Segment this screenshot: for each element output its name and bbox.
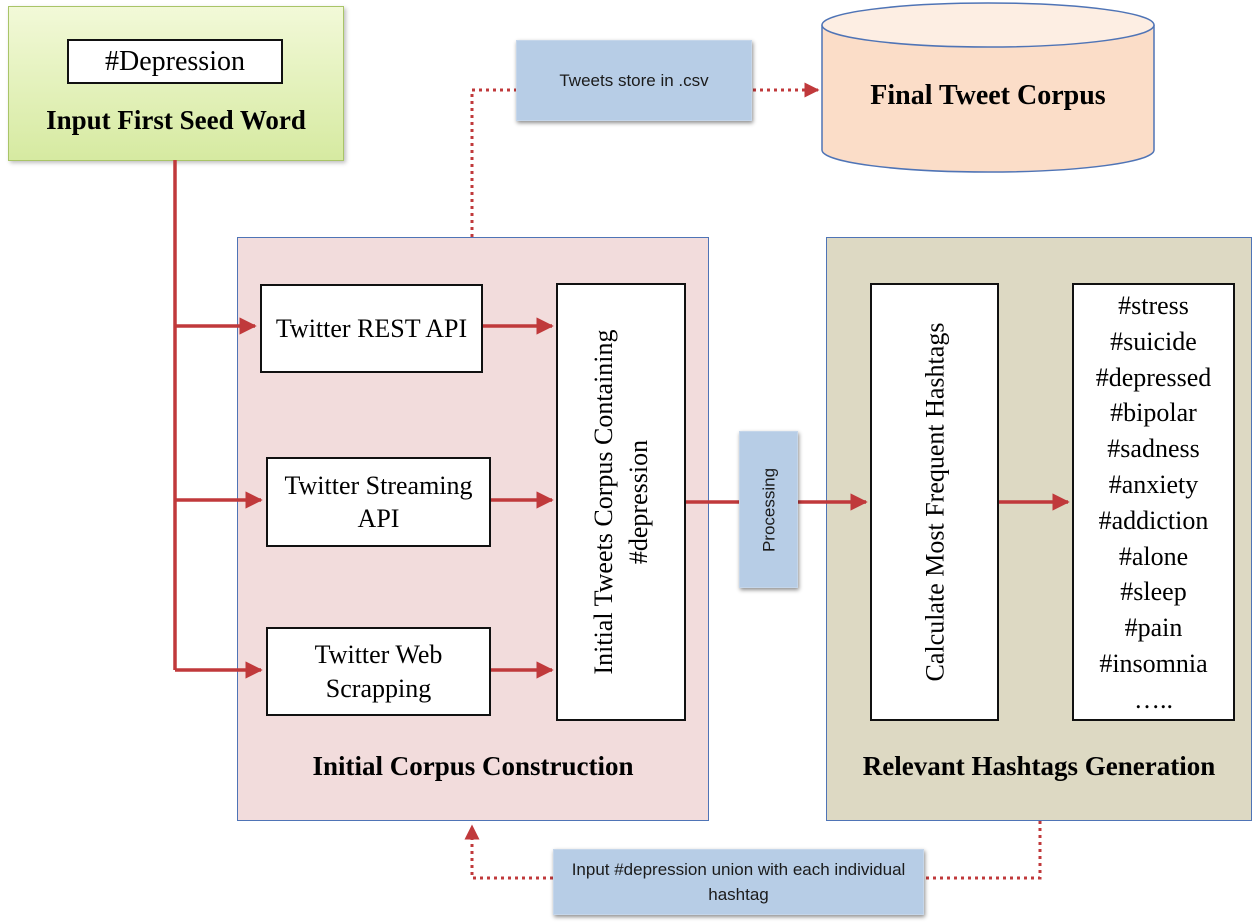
- hashtag-item: #sadness: [1107, 434, 1200, 464]
- twitter-rest-api-box: Twitter REST API: [260, 284, 483, 373]
- twitter-rest-api-label: Twitter REST API: [275, 313, 468, 343]
- final-tweet-corpus-label: Final Tweet Corpus: [870, 80, 1106, 111]
- depression-union-label: Input #depression union with each indivi…: [571, 859, 906, 905]
- initial-corpus-construction-title: Initial Corpus Construction: [312, 751, 634, 781]
- hashtag-list-box: #stress #suicide #depressed #bipolar #sa…: [1072, 283, 1235, 721]
- hashtag-item: #depressed: [1095, 362, 1212, 392]
- initial-tweets-corpus-label: Initial Tweets Corpus Containing #depres…: [586, 329, 656, 674]
- hashtag-item: #stress: [1118, 291, 1189, 320]
- hashtag-item: #addiction: [1098, 505, 1209, 535]
- twitter-streaming-api-label: Twitter Streaming API: [284, 470, 473, 533]
- relevant-hashtags-generation-title: Relevant Hashtags Generation: [862, 751, 1216, 781]
- hashtag-item: #insomnia: [1099, 648, 1208, 678]
- store-dotted-path: [470, 82, 820, 237]
- hashtag-item: #bipolar: [1110, 398, 1197, 428]
- tweets-store-csv-note: Tweets store in .csv: [516, 40, 752, 121]
- corpus-label-line2: #depression: [624, 439, 653, 565]
- hashtag-item: #sleep: [1120, 577, 1187, 607]
- hashtag-item: #suicide: [1110, 326, 1197, 356]
- tweets-store-csv-label: Tweets store in .csv: [559, 70, 709, 90]
- processing-note: Processing: [739, 431, 798, 588]
- hashtag-item: #anxiety: [1108, 469, 1199, 499]
- hashtag-item: #alone: [1118, 541, 1189, 571]
- depression-union-note: Input #depression union with each indivi…: [553, 849, 924, 915]
- processing-note-label: Processing: [758, 467, 778, 552]
- calculate-frequent-hashtags-box: Calculate Most Frequent Hashtags: [870, 283, 999, 721]
- api-to-corpus-arrows: [483, 317, 554, 679]
- twitter-web-scrapping-box: Twitter Web Scrapping: [266, 627, 491, 716]
- seed-connectors: [173, 160, 263, 679]
- corpus-label-line1: Initial Tweets Corpus Containing: [588, 329, 618, 675]
- hashtag-ellipsis: …..: [1134, 684, 1173, 714]
- initial-tweets-corpus-box: Initial Tweets Corpus Containing #depres…: [556, 283, 686, 721]
- seed-word-box: #Depression: [67, 39, 283, 84]
- final-corpus-cylinder: [821, 2, 1155, 173]
- seed-word-label: Input First Seed Word: [46, 105, 306, 135]
- twitter-streaming-api-box: Twitter Streaming API: [266, 457, 491, 547]
- hashtag-item: #pain: [1124, 613, 1183, 643]
- feedback-dotted-path: [464, 821, 1042, 880]
- calculate-frequent-hashtags-label: Calculate Most Frequent Hashtags: [919, 322, 949, 682]
- twitter-web-scrapping-label: Twitter Web Scrapping: [314, 640, 443, 703]
